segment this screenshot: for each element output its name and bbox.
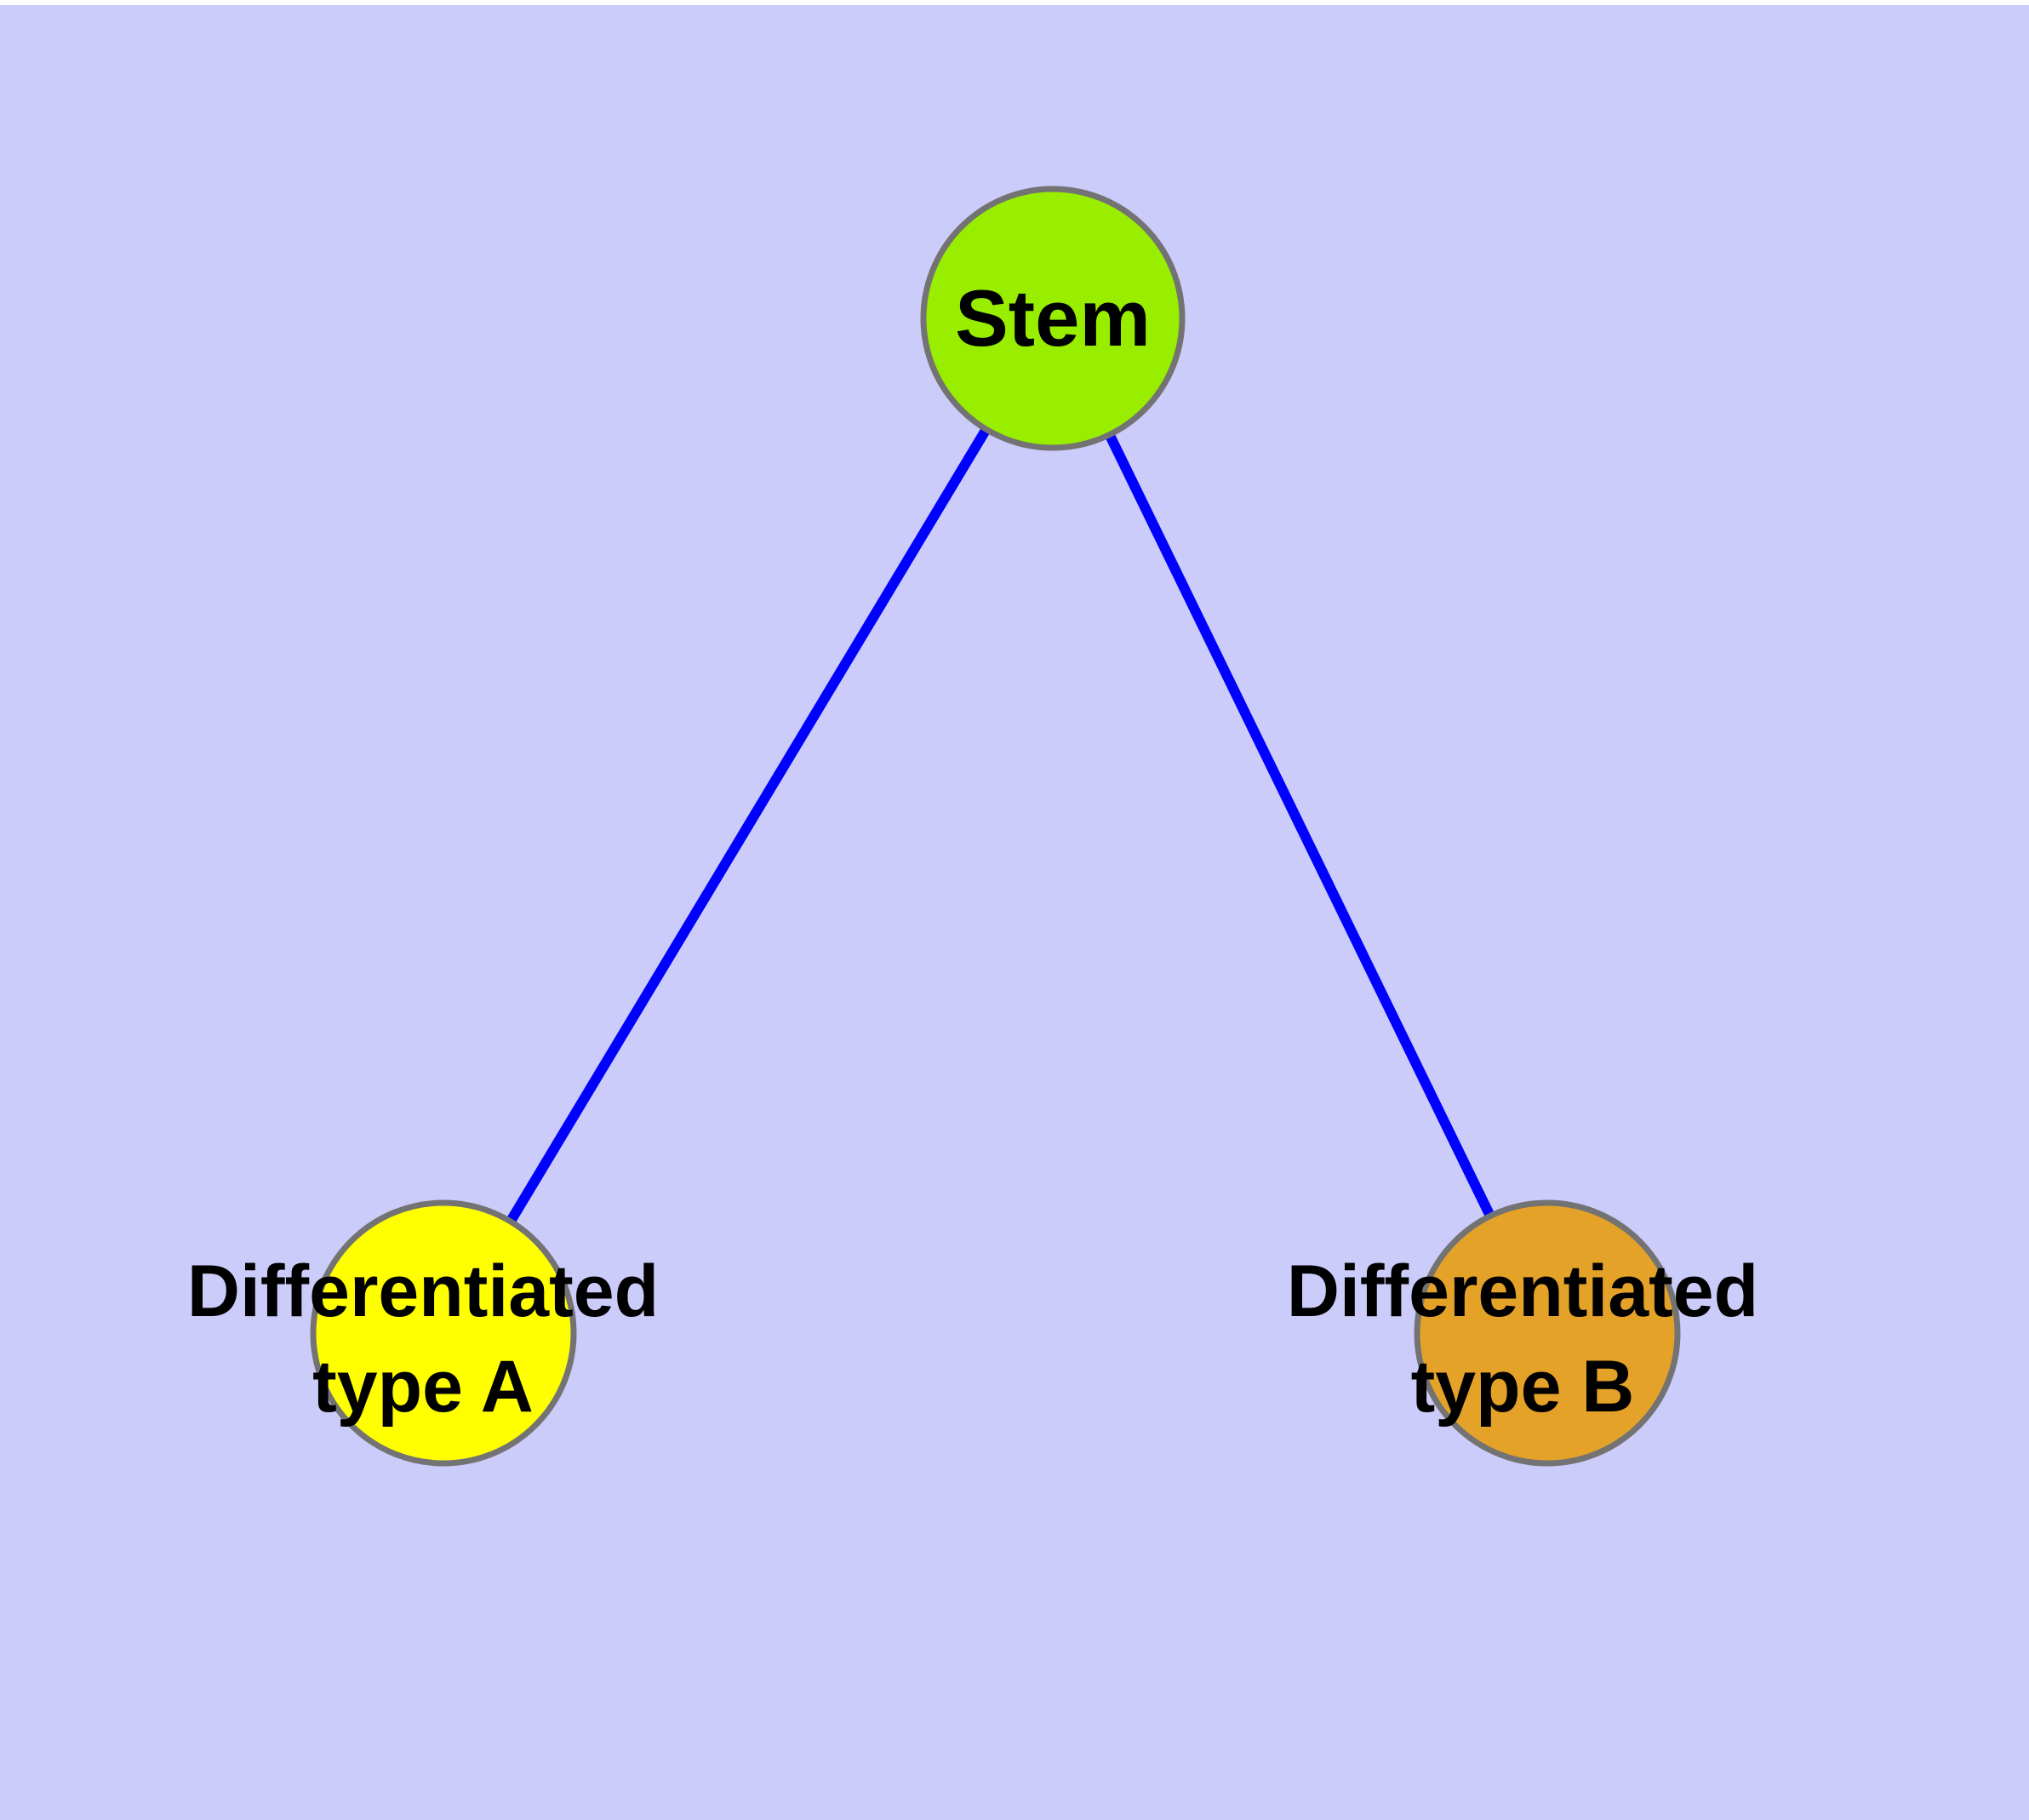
node-differentiated-type-a[interactable] — [310, 1199, 577, 1467]
node-label-line: type A — [312, 1346, 534, 1428]
node-label-line: type B — [1411, 1346, 1635, 1428]
node-stem[interactable] — [920, 186, 1186, 451]
nodes-layer — [310, 186, 1681, 1467]
node-label-differentiated-type-b: Differentiated type B — [1287, 1251, 1758, 1428]
node-label-line: Differentiated — [187, 1251, 659, 1332]
canvas-top-strip — [0, 0, 2029, 5]
edge-stem-to-diff-a[interactable] — [438, 315, 1058, 1336]
node-differentiated-type-b[interactable] — [1414, 1199, 1681, 1467]
node-label-differentiated-type-a: Differentiated type A — [187, 1251, 659, 1428]
node-label-stem: Stem — [955, 273, 1151, 363]
edges-layer — [438, 315, 1552, 1336]
node-label-line: Stem — [955, 273, 1151, 363]
node-label-line: Differentiated — [1287, 1251, 1758, 1332]
edge-stem-to-diff-b[interactable] — [1048, 316, 1552, 1336]
labels-layer: Stem Differentiated type A Differentiated… — [187, 273, 1758, 1428]
